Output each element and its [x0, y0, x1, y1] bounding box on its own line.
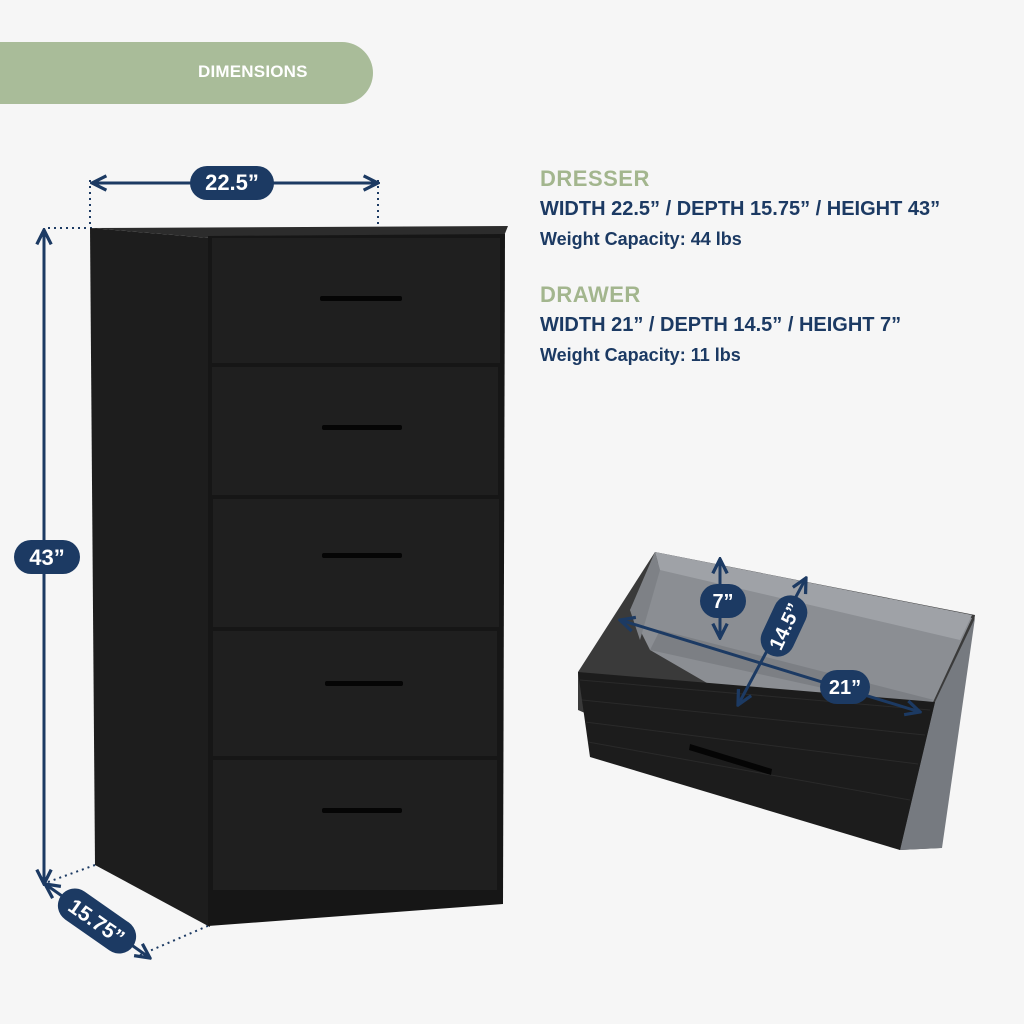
- drawer-height-callout: 7”: [700, 584, 746, 618]
- drawer-handle: [322, 425, 402, 430]
- dresser-specs: DRESSER WIDTH 22.5” / DEPTH 15.75” / HEI…: [540, 166, 940, 250]
- drawer-handle: [320, 296, 402, 301]
- dresser-image: [47, 180, 508, 956]
- drawer-spec-dimensions: WIDTH 21” / DEPTH 14.5” / HEIGHT 7”: [540, 314, 902, 336]
- dresser-drawer-2: [212, 367, 498, 495]
- drawer-width-arrow: [620, 620, 920, 712]
- svg-text:43”: 43”: [29, 545, 64, 570]
- banner-title: DIMENSIONS: [198, 62, 308, 81]
- drawer-handle: [322, 553, 402, 558]
- drawer-handle: [689, 744, 772, 775]
- dresser-side-panel: [90, 228, 210, 927]
- drawer-image: [578, 552, 975, 850]
- dresser-width-callout: 22.5”: [190, 166, 274, 200]
- dresser-spec-dimensions: WIDTH 22.5” / DEPTH 15.75” / HEIGHT 43”: [540, 198, 941, 220]
- drawer-front-panel: [578, 672, 935, 850]
- dresser-spec-title: DRESSER: [540, 166, 650, 191]
- dresser-depth-callout: 15.75”: [57, 888, 137, 954]
- drawer-handle: [325, 681, 403, 686]
- dresser-drawer-5: [213, 760, 497, 890]
- dresser-drawer-3: [213, 499, 499, 627]
- drawer-width-callout: 21”: [820, 670, 870, 704]
- svg-text:22.5”: 22.5”: [205, 170, 259, 195]
- dimensions-banner: DIMENSIONS: [0, 42, 373, 104]
- drawer-handle: [322, 808, 402, 813]
- svg-text:7”: 7”: [712, 591, 733, 613]
- dresser-spec-weight: Weight Capacity: 44 lbs: [540, 229, 742, 249]
- svg-text:21”: 21”: [829, 677, 861, 699]
- dresser-drawer-4: [213, 631, 497, 756]
- drawer-spec-title: DRAWER: [540, 282, 641, 307]
- dimension-guide-lines: [47, 180, 379, 956]
- drawer-spec-weight: Weight Capacity: 11 lbs: [540, 345, 741, 365]
- dresser-height-callout: 43”: [14, 540, 80, 574]
- drawer-specs: DRAWER WIDTH 21” / DEPTH 14.5” / HEIGHT …: [540, 282, 901, 366]
